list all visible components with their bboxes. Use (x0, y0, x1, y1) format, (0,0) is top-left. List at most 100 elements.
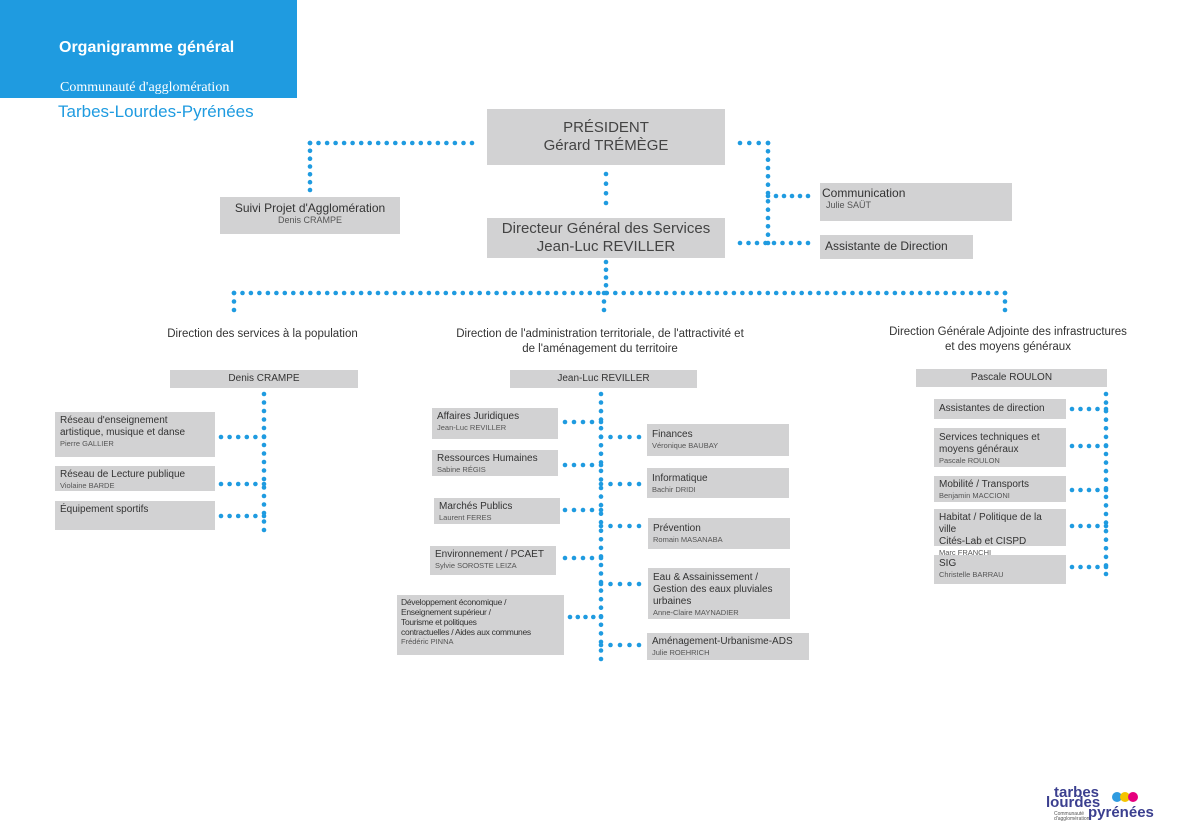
connector-dot (1103, 434, 1109, 440)
connector-dot (1086, 487, 1092, 493)
connector-dot (333, 140, 338, 146)
connector-dot (598, 419, 604, 425)
connector-dot (218, 481, 224, 487)
connector-dot (553, 290, 559, 296)
connector-dot (1086, 564, 1092, 570)
connector-dot (1103, 391, 1109, 397)
connector-dot (746, 240, 751, 246)
connector-dot (571, 507, 577, 513)
connector-dot (608, 481, 613, 487)
connector-dot (1103, 511, 1109, 517)
direction-administration-title: Direction de l'administration territoria… (456, 328, 744, 355)
connector-dot (780, 240, 785, 246)
header-banner (0, 0, 297, 98)
connector-dot (562, 419, 568, 425)
population-unit: Réseau d'enseignement artistique, musiqu… (55, 412, 215, 457)
connector-dot (1103, 400, 1109, 405)
connector-dot (627, 434, 632, 440)
connector-dot (367, 140, 373, 146)
connector-dot (598, 528, 604, 534)
connector-dot (598, 631, 604, 636)
connector-dot (1002, 307, 1008, 313)
connector-dot (528, 290, 533, 296)
connector-dot (435, 140, 441, 146)
unit-person: Anne-Claire MAYNADIER (653, 608, 739, 617)
connector-dot (1086, 523, 1092, 529)
connector-dot (502, 290, 508, 296)
connector-dot (765, 232, 771, 237)
connector-dot (253, 513, 258, 519)
connector-dot (655, 290, 660, 296)
connector-dot (384, 140, 390, 146)
assistante-direction-box: Assistante de Direction (820, 235, 973, 259)
connector-dot (636, 434, 642, 440)
connector-dot (571, 462, 577, 468)
communication-name: Julie SAÜT (826, 200, 872, 210)
connector-dot (1103, 523, 1109, 529)
connector-dot (598, 555, 604, 561)
connector-dot (545, 290, 550, 296)
connector-dot (782, 290, 787, 296)
administration-unit: Aménagement-Urbanisme-ADS Julie ROEHRICH (647, 633, 809, 660)
connector-dot (627, 581, 632, 587)
connector-dot (261, 468, 267, 473)
connector-dot (1103, 571, 1109, 577)
connector-dot (261, 434, 267, 440)
connector-dot (663, 290, 669, 296)
connector-dot (1095, 443, 1100, 449)
connector-dot (598, 581, 604, 587)
connector-dot (253, 481, 258, 487)
connector-dot (1103, 417, 1109, 423)
connector-dot (562, 555, 568, 561)
connector-dot (587, 290, 593, 296)
connector-dot (757, 290, 762, 296)
connector-dot (435, 290, 440, 296)
connector-dot (418, 290, 423, 296)
connector-dot (461, 140, 466, 146)
connector-dot (261, 502, 267, 507)
connector-dot (274, 290, 279, 296)
connector-dot (580, 555, 586, 561)
connector-dot (765, 224, 771, 229)
connector-dot (409, 290, 415, 296)
connector-dot (621, 290, 626, 296)
connector-dot (598, 507, 604, 513)
connector-dot (598, 494, 604, 499)
infrastructures-unit: Assistantes de direction (934, 399, 1066, 419)
connector-dot (575, 614, 581, 620)
unit-person: Frédéric PINNA (401, 637, 454, 646)
connector-dot (1069, 564, 1075, 570)
connector-dot (723, 290, 728, 296)
communication-label: Communication (822, 186, 906, 200)
connector-dot (583, 614, 588, 620)
connector-dot (240, 290, 245, 296)
connector-dot (1078, 564, 1083, 570)
dgs-box: Directeur Général des Services Jean-Luc … (487, 218, 725, 258)
connector-dot (934, 290, 940, 296)
connector-dot (562, 507, 568, 513)
connector-dot (1103, 426, 1109, 431)
connector-dot (511, 290, 516, 296)
connector-dot (1086, 443, 1092, 449)
connector-dot (485, 290, 491, 296)
connector-dot (562, 462, 568, 468)
connector-dot (598, 408, 604, 414)
connector-dot (444, 140, 449, 146)
connector-dot (598, 519, 604, 525)
connector-dot (1002, 290, 1008, 296)
connector-dot (603, 267, 609, 273)
connector-dot (765, 165, 771, 171)
connector-dot (589, 419, 595, 425)
unit-label: Eau & Assainissement / Gestion des eaux … (653, 572, 773, 607)
unit-label: Prévention (653, 523, 701, 534)
logo-circle-pink-icon (1128, 792, 1138, 802)
connector-dot (261, 391, 267, 397)
unit-person: Sabine RÉGIS (437, 465, 486, 474)
connector-dot (261, 493, 267, 499)
assistante-direction-label: Assistante de Direction (825, 239, 948, 253)
logo-circle-blue-icon (1112, 792, 1122, 802)
connector-dot (598, 477, 604, 482)
connector-dot (282, 290, 288, 296)
connector-dot (603, 181, 609, 186)
